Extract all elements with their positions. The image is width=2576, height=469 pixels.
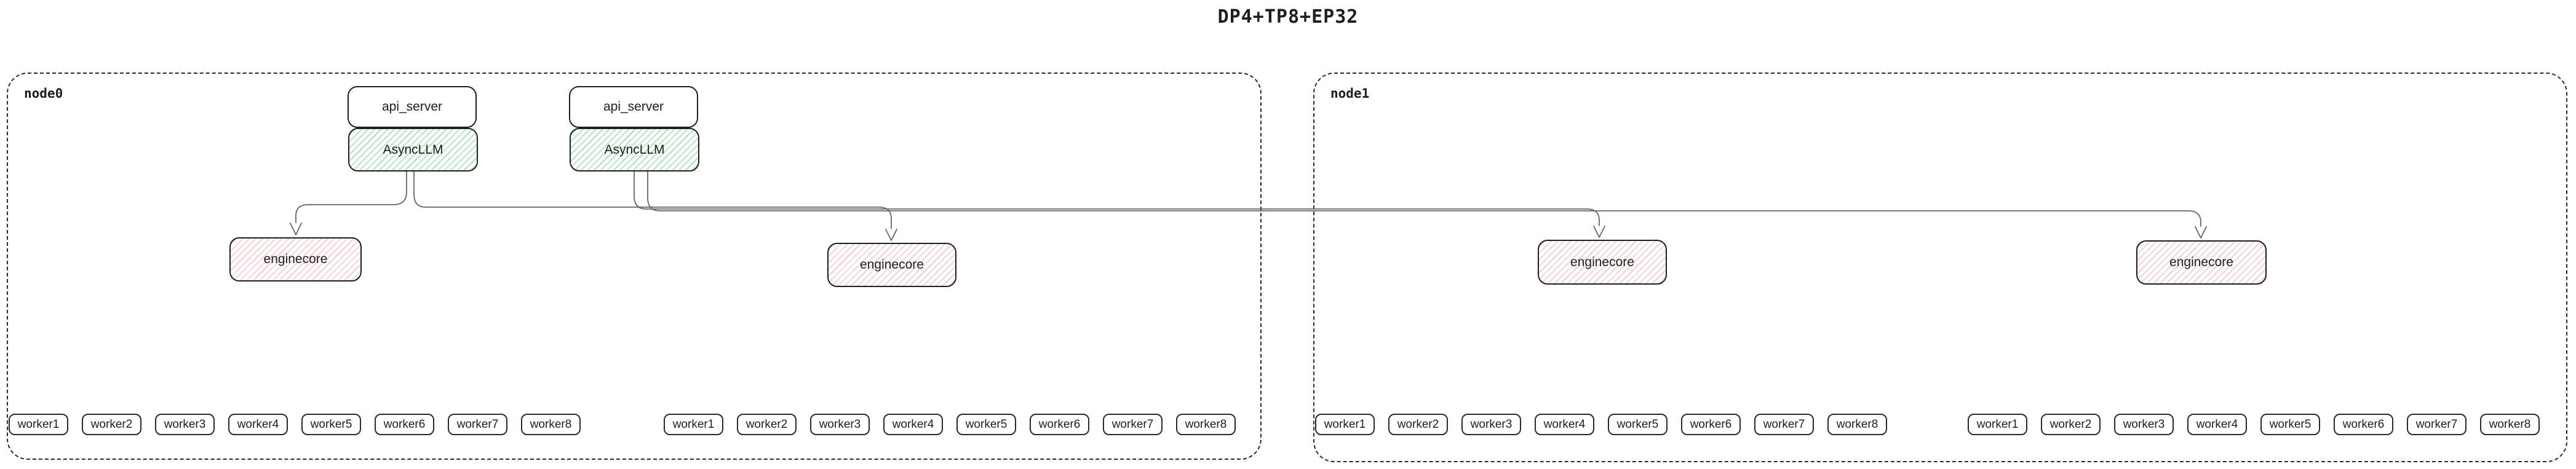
worker-box: worker8 (1176, 414, 1236, 435)
asyncllm-1-box: AsyncLLM (348, 128, 478, 171)
node0-label: node0 (24, 86, 63, 101)
worker-box: worker5 (301, 414, 361, 435)
worker-box: worker2 (1388, 414, 1448, 435)
enginecore-3-box: enginecore (1538, 240, 1667, 285)
worker-box: worker4 (883, 414, 943, 435)
diagram-title: DP4+TP8+EP32 (1217, 6, 1359, 28)
worker-box: worker7 (1754, 414, 1814, 435)
worker-box: worker3 (1461, 414, 1521, 435)
enginecore-4-box: enginecore (2136, 240, 2267, 285)
worker-box: worker8 (2480, 414, 2540, 435)
worker-box: worker2 (2041, 414, 2101, 435)
worker-box: worker7 (448, 414, 507, 435)
worker-box: worker3 (2114, 414, 2174, 435)
worker-box: worker3 (155, 414, 215, 435)
worker-box: worker6 (375, 414, 434, 435)
worker-box: worker5 (1608, 414, 1668, 435)
worker-box: worker3 (810, 414, 870, 435)
worker-box: worker8 (1827, 414, 1887, 435)
worker-box: worker7 (2407, 414, 2467, 435)
worker-box: worker2 (82, 414, 141, 435)
worker-box: worker4 (2187, 414, 2247, 435)
worker-box: worker4 (228, 414, 288, 435)
node0-worker-group-2: worker1 worker2 worker3 worker4 worker5 … (664, 414, 1236, 435)
worker-box: worker1 (1315, 414, 1375, 435)
node1-worker-group-2: worker1 worker2 worker3 worker4 worker5 … (1968, 414, 2540, 435)
worker-box: worker1 (664, 414, 723, 435)
node0-worker-group-1: worker1 worker2 worker3 worker4 worker5 … (9, 414, 581, 435)
node0-container: node0 (7, 73, 1262, 460)
worker-box: worker4 (1535, 414, 1594, 435)
enginecore-2-box: enginecore (827, 243, 956, 287)
enginecore-1-box: enginecore (229, 237, 362, 282)
node1-worker-group-1: worker1 worker2 worker3 worker4 worker5 … (1315, 414, 1887, 435)
worker-box: worker8 (521, 414, 581, 435)
node1-container: node1 (1313, 73, 2567, 462)
worker-box: worker6 (1030, 414, 1089, 435)
worker-box: worker7 (1103, 414, 1163, 435)
worker-box: worker1 (9, 414, 68, 435)
worker-box: worker1 (1968, 414, 2027, 435)
worker-box: worker6 (2334, 414, 2393, 435)
asyncllm-2-box: AsyncLLM (570, 128, 699, 171)
worker-box: worker6 (1681, 414, 1741, 435)
api-server-2-box: api_server (569, 86, 698, 128)
worker-box: worker5 (2260, 414, 2320, 435)
api-server-1-box: api_server (348, 86, 477, 128)
worker-box: worker2 (737, 414, 797, 435)
worker-box: worker5 (956, 414, 1016, 435)
node1-label: node1 (1330, 86, 1370, 101)
